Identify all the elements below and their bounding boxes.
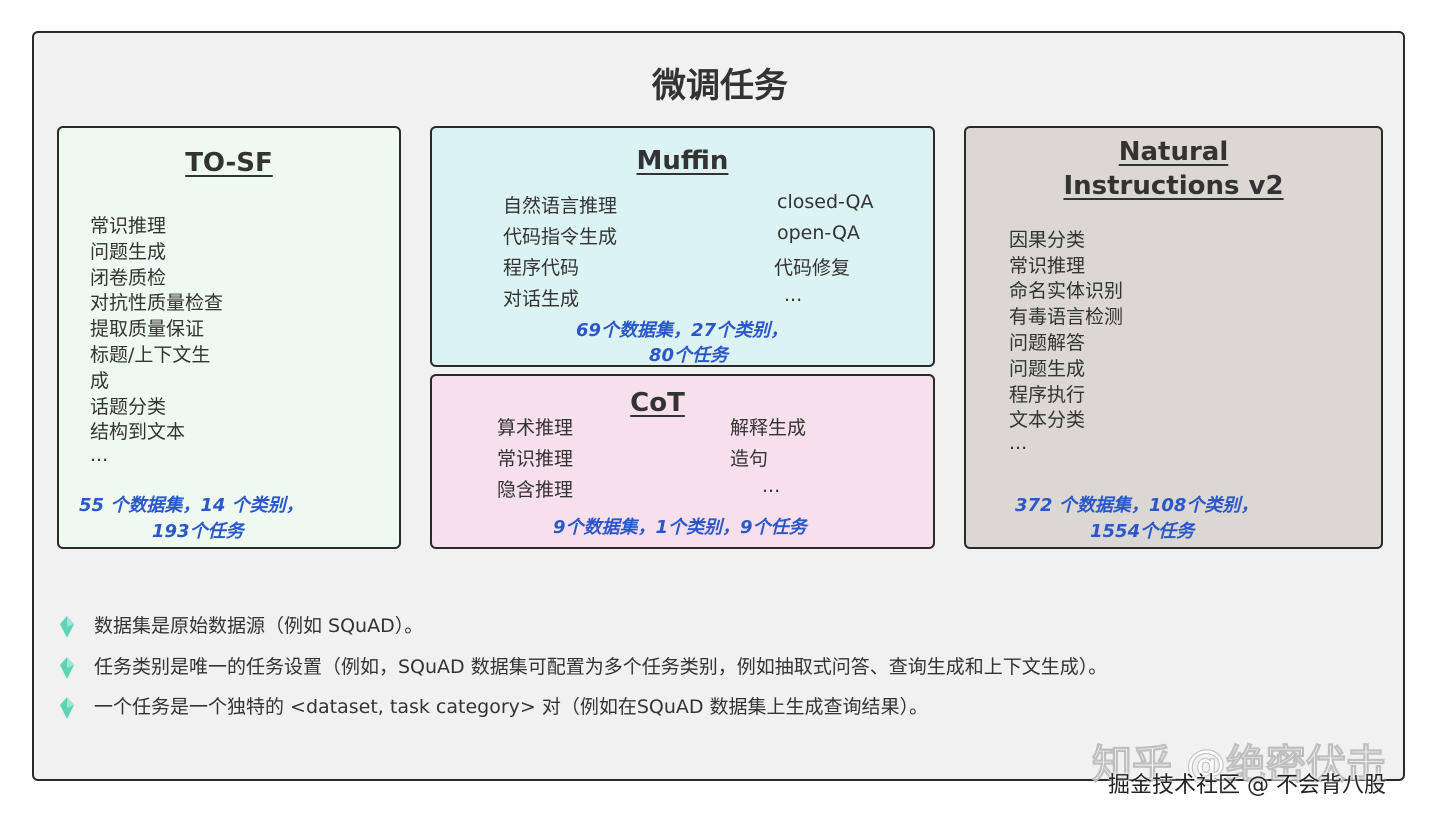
muffin-stats-line2: 80个任务 bbox=[649, 345, 729, 366]
diamond-bullet-icon bbox=[60, 656, 74, 679]
niv2-item: 问题解答 bbox=[1009, 332, 1086, 354]
muffin-item: 自然语言推理 bbox=[503, 195, 618, 217]
muffin-stats-line1: 69个数据集，27个类别， bbox=[576, 320, 789, 341]
niv2-item: 常识推理 bbox=[1009, 255, 1086, 277]
cot-item: 解释生成 bbox=[730, 417, 807, 439]
tosf-title: TO-SF bbox=[185, 148, 273, 178]
niv2-item: 命名实体识别 bbox=[1009, 280, 1124, 302]
cot-title: CoT bbox=[630, 388, 685, 418]
tosf-item: 标题/上下文生 bbox=[90, 344, 211, 366]
cot-item: 常识推理 bbox=[497, 448, 574, 470]
diamond-bullet-icon bbox=[60, 696, 74, 719]
muffin-item: ... bbox=[784, 284, 803, 306]
tosf-item: 对抗性质量检查 bbox=[90, 292, 224, 314]
niv2-item: 有毒语言检测 bbox=[1009, 306, 1124, 328]
tosf-stats-line1: 55 个数据集，14 个类别， bbox=[79, 495, 304, 516]
muffin-title: Muffin bbox=[636, 146, 729, 176]
niv2-item: 问题生成 bbox=[1009, 358, 1086, 380]
cot-item: ... bbox=[762, 475, 781, 497]
muffin-item: 代码修复 bbox=[774, 257, 851, 279]
cot-stats: 9个数据集，1个类别，9个任务 bbox=[553, 517, 807, 538]
bullet-text: 任务类别是唯一的任务设置（例如，SQuAD 数据集可配置为多个任务类别，例如抽取… bbox=[94, 656, 1108, 678]
tosf-item: 提取质量保证 bbox=[90, 318, 205, 340]
bullet-item: 一个任务是一个独特的 <dataset, task category> 对（例如… bbox=[60, 692, 928, 719]
watermark-zhihu: 知乎 @绝密伏击 bbox=[1092, 742, 1387, 789]
cot-box: CoT 算术推理 常识推理 隐含推理 解释生成 造句 ... 9个数据集，1个类… bbox=[430, 374, 935, 549]
muffin-item: closed-QA bbox=[777, 191, 874, 213]
bullet-text: 数据集是原始数据源（例如 SQuAD）。 bbox=[94, 615, 424, 637]
tosf-item: 结构到文本 bbox=[90, 421, 186, 443]
tosf-stats-line2: 193个任务 bbox=[152, 521, 244, 542]
tosf-item: 成 bbox=[90, 370, 110, 392]
niv2-item: 文本分类 bbox=[1009, 409, 1086, 431]
bullet-text: 一个任务是一个独特的 <dataset, task category> 对（例如… bbox=[94, 696, 929, 718]
bullet-item: 数据集是原始数据源（例如 SQuAD）。 bbox=[60, 611, 423, 638]
niv2-title-line1: Natural bbox=[1118, 137, 1229, 167]
tosf-item: 常识推理 bbox=[90, 215, 167, 237]
tosf-item: 闭卷质检 bbox=[90, 267, 167, 289]
cot-item: 隐含推理 bbox=[497, 479, 574, 501]
tosf-item: ... bbox=[90, 444, 109, 466]
tosf-item: 话题分类 bbox=[90, 396, 167, 418]
muffin-item: 对话生成 bbox=[503, 288, 580, 310]
niv2-box: Natural Instructions v2 因果分类 常识推理 命名实体识别… bbox=[964, 126, 1383, 549]
muffin-item: 代码指令生成 bbox=[503, 226, 618, 248]
niv2-stats-line1: 372 个数据集，108个类别， bbox=[1015, 495, 1259, 516]
niv2-item: 程序执行 bbox=[1009, 384, 1086, 406]
diamond-bullet-icon bbox=[60, 615, 74, 638]
niv2-stats-line2: 1554个任务 bbox=[1090, 521, 1195, 542]
cot-item: 算术推理 bbox=[497, 417, 574, 439]
muffin-item: open-QA bbox=[777, 222, 860, 244]
diagram-title: 微调任务 bbox=[652, 66, 788, 106]
bullet-item: 任务类别是唯一的任务设置（例如，SQuAD 数据集可配置为多个任务类别，例如抽取… bbox=[60, 652, 1107, 679]
niv2-item: 因果分类 bbox=[1009, 229, 1086, 251]
niv2-title-line2: Instructions v2 bbox=[1063, 171, 1284, 201]
watermark-juejin: 掘金技术社区 @ 不会背八股 bbox=[1108, 773, 1386, 798]
tosf-item: 问题生成 bbox=[90, 241, 167, 263]
tosf-box: TO-SF 常识推理 问题生成 闭卷质检 对抗性质量检查 提取质量保证 标题/上… bbox=[57, 126, 401, 549]
cot-item: 造句 bbox=[730, 448, 769, 470]
muffin-box: Muffin 自然语言推理 代码指令生成 程序代码 对话生成 closed-QA… bbox=[430, 126, 935, 367]
muffin-item: 程序代码 bbox=[503, 257, 580, 279]
niv2-item: ... bbox=[1009, 432, 1028, 454]
